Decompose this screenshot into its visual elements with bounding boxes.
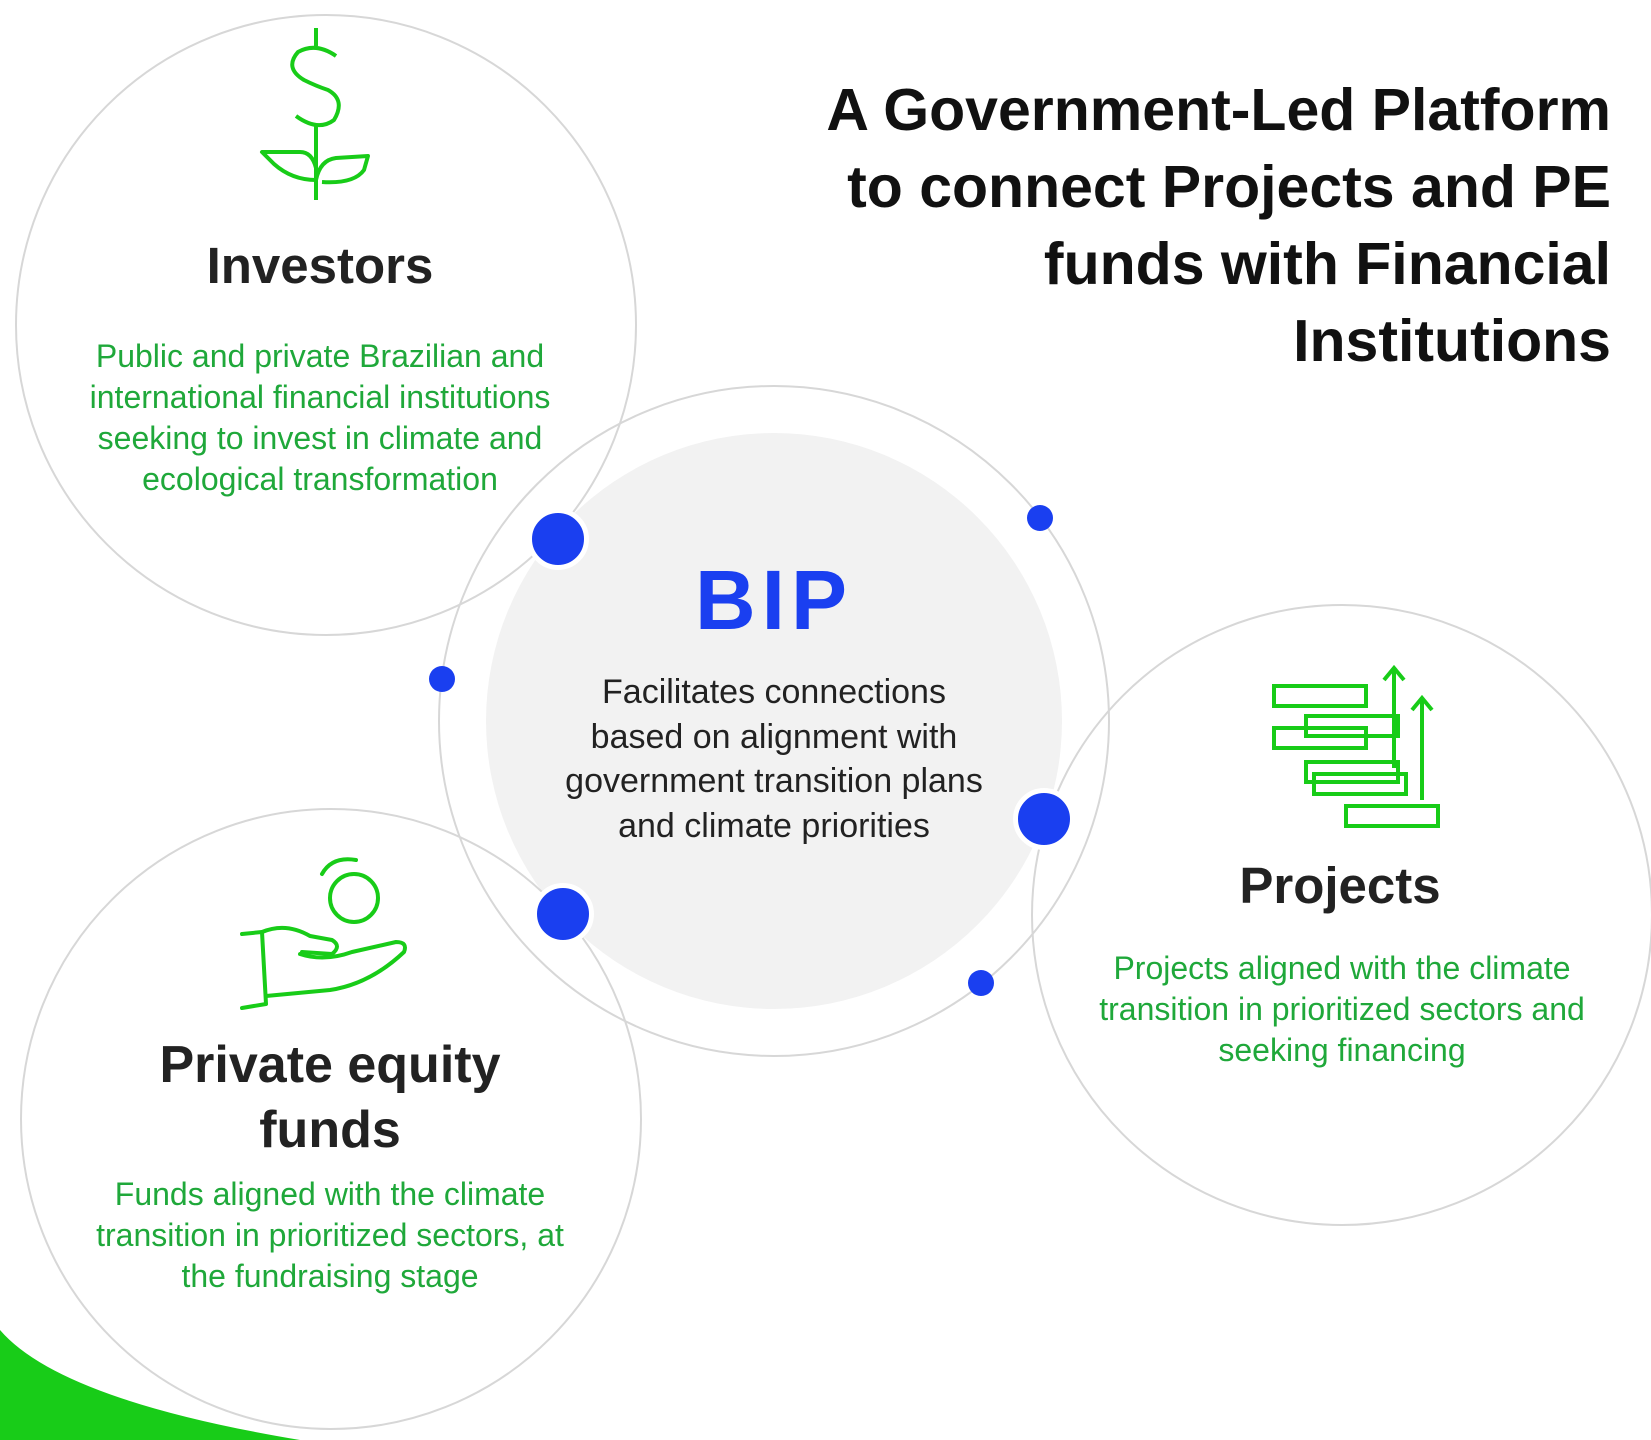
hand-coin-icon xyxy=(240,857,407,1010)
money-plant-icon xyxy=(260,28,370,200)
pe-funds-circle xyxy=(20,808,642,1430)
pe-funds-description: Funds aligned with the climate transitio… xyxy=(96,1176,564,1294)
projects-title: Projects xyxy=(1239,857,1441,914)
investors-circle xyxy=(15,14,637,636)
connector-dot-pe-funds xyxy=(532,883,594,945)
orbit-dot-left xyxy=(429,666,455,692)
investors-title: Investors xyxy=(206,237,434,294)
connector-dot-projects xyxy=(1013,788,1075,850)
pe-funds-title: Private equity funds xyxy=(159,1036,501,1159)
projects-description: Projects aligned with the climate transi… xyxy=(1099,950,1585,1068)
bip-description: Facilitates connections based on alignme… xyxy=(565,673,983,845)
orbit-dot-right-bottom xyxy=(968,970,994,996)
orbit-dot-right-top xyxy=(1027,505,1053,531)
projects-circle xyxy=(1031,604,1651,1226)
connector-dot-investors xyxy=(527,508,589,570)
investors-description: Public and private Brazilian and interna… xyxy=(89,338,551,497)
bip-title: BIP xyxy=(694,553,854,647)
green-corner-swoosh xyxy=(0,1330,300,1440)
page-title: A Government-Led Platform to connect Pro… xyxy=(826,77,1611,374)
growth-bars-icon xyxy=(1272,664,1440,828)
